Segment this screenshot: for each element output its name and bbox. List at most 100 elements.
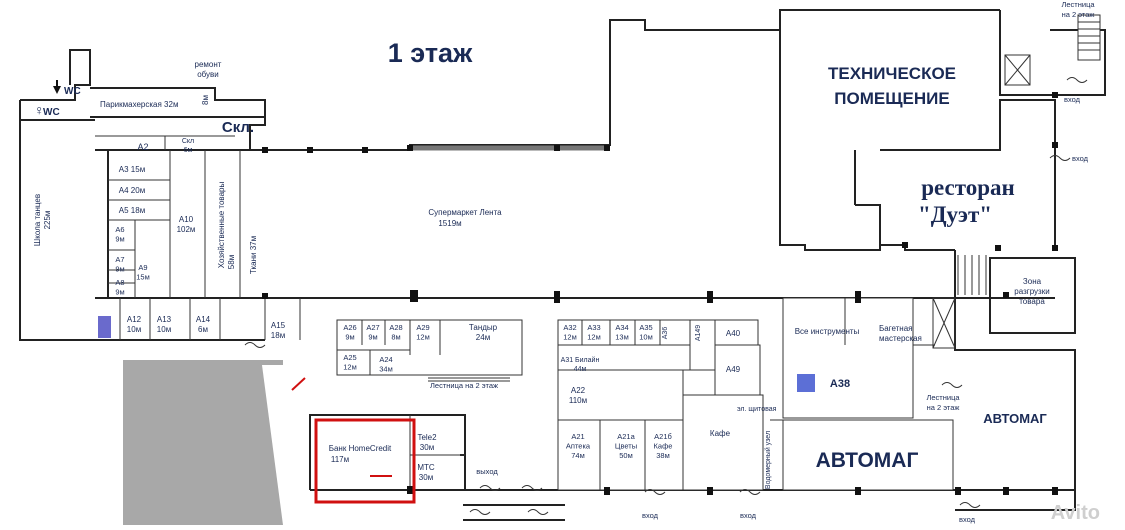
unit-a6-line0: А6 <box>115 225 124 234</box>
entrance-1: вход <box>1064 95 1081 104</box>
gray-block <box>123 360 283 525</box>
a38-marker <box>797 374 815 392</box>
cafe-label: Кафе <box>710 429 731 438</box>
entrance-3: вход <box>642 511 659 520</box>
shoe-repair-line2: обуви <box>197 70 219 79</box>
unit-a21a-line1: Цветы <box>615 442 637 451</box>
unit-a29-line0: А29 <box>416 323 429 332</box>
unit-a21a-line0: А21а <box>617 432 635 441</box>
unit-a49-line0: А49 <box>726 365 741 374</box>
unit-a34-line0: А34 <box>615 323 628 332</box>
wc-label-1: WC <box>64 86 81 97</box>
stairs-r-2: на 2 этаж <box>927 403 960 412</box>
unit-a9-line1: 15м <box>136 273 150 282</box>
unload-zone-3: товара <box>1019 297 1045 306</box>
tech-room-line1: ТЕХНИЧЕСКОЕ <box>828 64 956 83</box>
unit-a2-line0: А2 <box>137 142 148 152</box>
unit-tandyr-line0: Тандыр <box>469 323 498 332</box>
unit-a35-line1: 10м <box>639 333 653 342</box>
avtomag-small: АВТОМАГ <box>983 411 1047 426</box>
unit-skl6-line0: Скл <box>182 138 194 145</box>
stairs-r-1: Лестница <box>926 393 960 402</box>
unit-a33-line0: А33 <box>587 323 600 332</box>
unit-a21b-line0: А21б <box>654 432 672 441</box>
unit-a15-line0: А15 <box>271 321 286 330</box>
baget-2: мастерская <box>879 334 922 343</box>
unit-a10-line0: А10 <box>179 215 194 224</box>
unit-a21-line1: Аптека <box>566 442 591 451</box>
floor-title: 1 этаж <box>388 38 473 68</box>
el-panel: эл. щитовая <box>737 406 777 413</box>
unload-zone-2: разгрузки <box>1014 287 1049 296</box>
unit-a31-line0: А31 Билайн <box>561 356 600 364</box>
unit-a22-line0: А22 <box>571 386 586 395</box>
unit-a15-line1: 18м <box>271 331 285 340</box>
unit-a14-line1: 6м <box>198 325 208 334</box>
fabrics: Ткани 37м <box>249 236 258 274</box>
unit-a35-line0: А35 <box>639 323 652 332</box>
shoe-repair-line1: ремонт <box>195 60 222 69</box>
dance-school-area: 225м <box>43 211 52 230</box>
unit-a28-line1: 8м <box>391 333 400 342</box>
unit-a33-line1: 12м <box>587 333 601 342</box>
door-icons <box>244 77 1088 515</box>
wc-label-2: WC <box>43 107 60 118</box>
unit-tandyr-line1: 24м <box>476 333 490 342</box>
watermark: Avito <box>1051 502 1100 524</box>
unit-a25-line0: А25 <box>343 353 356 362</box>
unit-a21b-line2: 38м <box>656 451 670 460</box>
restaurant-line1: ресторан <box>921 175 1015 200</box>
a12-marker <box>98 316 111 338</box>
unit-a13-line1: 10м <box>157 325 171 334</box>
room-8m: 8м <box>201 95 210 105</box>
unit-a26-line1: 9м <box>345 333 354 342</box>
columns <box>262 92 1058 495</box>
tools-shop: Все инструменты <box>795 327 860 336</box>
unit-a7-line0: А7 <box>115 255 124 264</box>
stairs-tr-1: Лестница <box>1061 0 1095 9</box>
unit-a14-line0: А14 <box>196 315 211 324</box>
unit-a8-line1: 9м <box>115 288 124 297</box>
unit-a10-line1: 102м <box>177 225 196 234</box>
bank-highlight <box>314 418 416 504</box>
unit-a32-line1: 12м <box>563 333 577 342</box>
unit-mts-line1: 30м <box>419 473 433 482</box>
tech-room-line2: ПОМЕЩЕНИЕ <box>834 89 949 108</box>
dance-school: Школа танцев <box>33 194 42 246</box>
stairs-top-right-icon <box>1077 14 1101 61</box>
unit-a21b-line1: Кафе <box>654 442 673 451</box>
unit-a36-line0: А36 <box>662 327 669 340</box>
wc-person-icon: ♀ <box>34 102 45 118</box>
avtomag-big: АВТОМАГ <box>816 449 919 472</box>
storage-label: Скл. <box>222 119 254 136</box>
red-mark <box>291 377 306 391</box>
unit-a25-line1: 12м <box>343 363 357 372</box>
unit-a13-line0: А13 <box>157 315 172 324</box>
unload-zone-1: Зона <box>1023 277 1042 286</box>
barber-label: Парикмахерская 32м <box>100 100 178 109</box>
unit-a26-line0: А26 <box>343 323 356 332</box>
entrance-5: вход <box>959 515 976 524</box>
unit-a32-line0: А32 <box>563 323 576 332</box>
unit-a31-line1: 44м <box>574 366 587 373</box>
bank-area: 117м <box>331 455 349 464</box>
unit-a34-line1: 13м <box>615 333 629 342</box>
bank-name: Банк HomeCredit <box>329 444 392 453</box>
unit-a4-line0: А4 20м <box>119 186 145 195</box>
wc-icon <box>53 80 61 94</box>
unit-a27-line0: А27 <box>366 323 379 332</box>
stairs-mid: Лестница на 2 этаж <box>430 381 498 390</box>
restaurant-line2: "Дуэт" <box>918 202 992 227</box>
unit-a5-line0: А5 18м <box>119 206 145 215</box>
unit-a22-line1: 110м <box>569 396 587 405</box>
unit-tele2-line1: 30м <box>420 443 434 452</box>
unit-skl6-line1: 6м <box>184 147 193 154</box>
water-meter: Водомерный узел <box>764 431 772 489</box>
unit-a28-line0: А28 <box>389 323 402 332</box>
unit-a12-line0: А12 <box>127 315 142 324</box>
unit-a24-line0: А24 <box>379 355 392 364</box>
unit-mts-line0: МТС <box>417 463 435 472</box>
unit-a149-line0: А149 <box>695 325 702 341</box>
